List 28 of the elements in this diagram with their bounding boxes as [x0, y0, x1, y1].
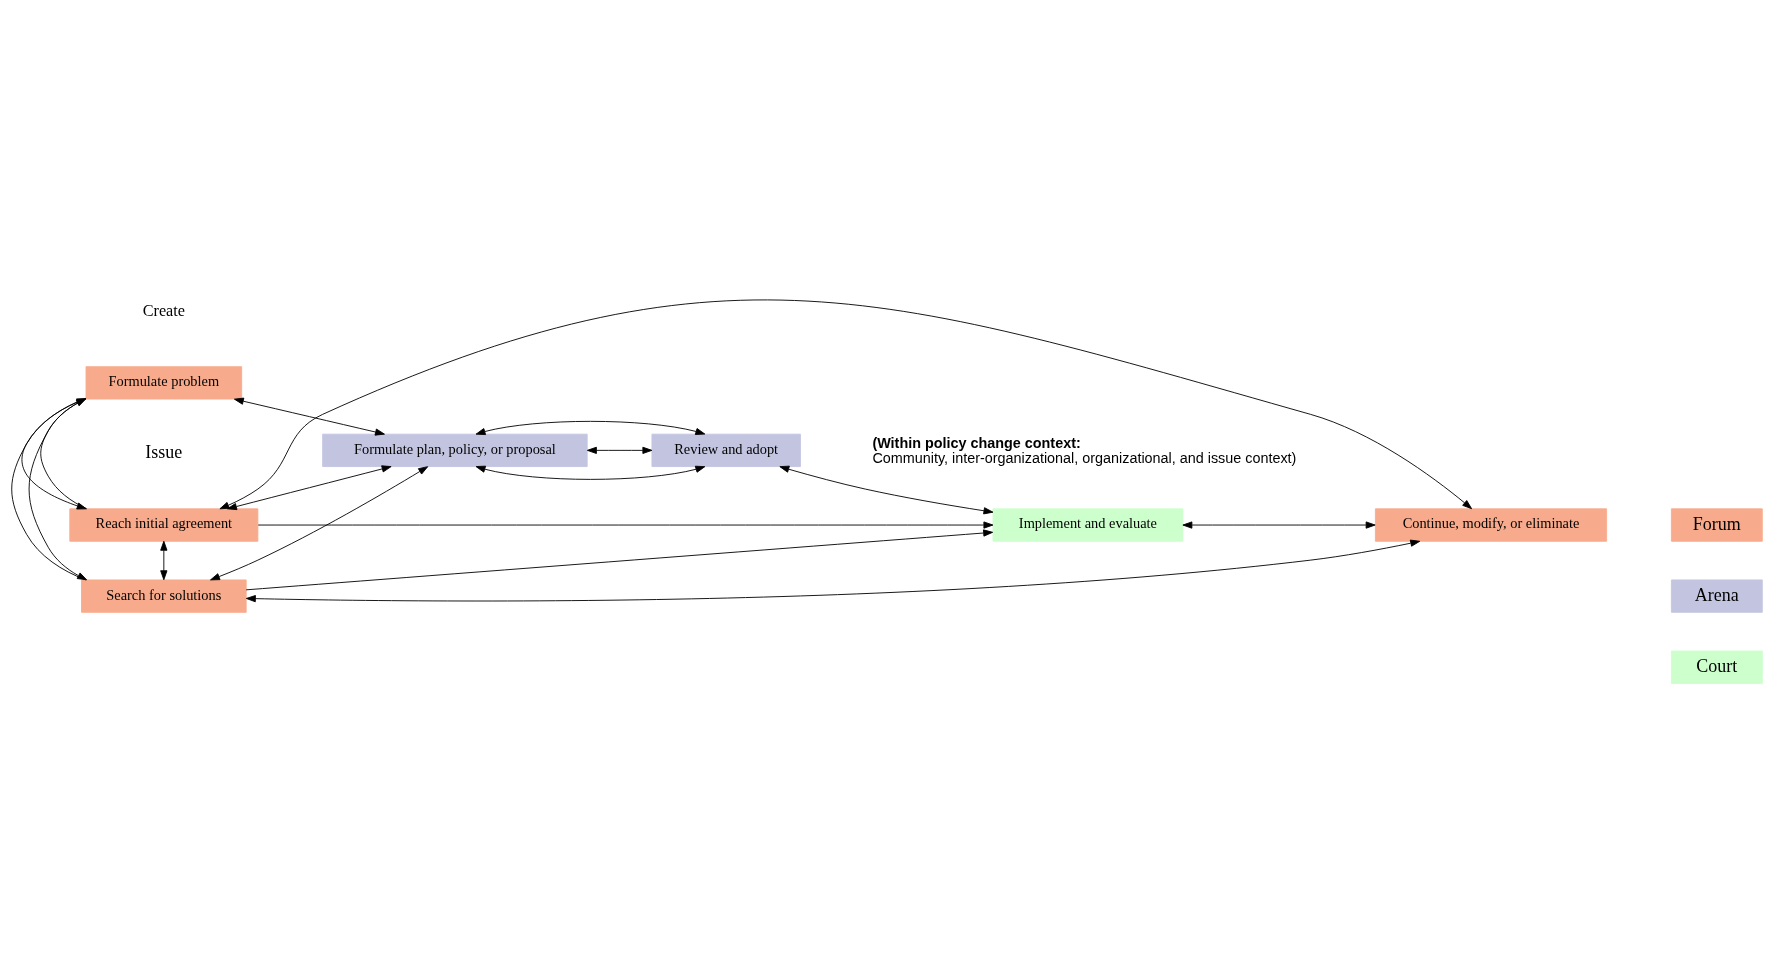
label: (Within policy change context: — [872, 435, 1081, 452]
arrow — [257, 521, 994, 529]
node-box: Review and adopt — [651, 433, 801, 467]
arrow — [210, 466, 429, 581]
arrow — [40, 398, 88, 510]
arrow — [475, 420, 706, 436]
node-box: Continue, modify, or eliminate — [1374, 508, 1608, 542]
arrow — [245, 539, 1421, 603]
arrow — [245, 529, 994, 591]
arrow — [1182, 521, 1376, 529]
node-box: Reach initial agreement — [69, 508, 259, 542]
arrow — [779, 465, 994, 515]
node-box: Formulate problem — [85, 366, 243, 400]
arrow — [227, 465, 392, 511]
node-box: Search for solutions — [81, 579, 247, 613]
arrow — [586, 446, 653, 454]
arrow — [219, 300, 1473, 510]
label: Create — [142, 301, 185, 320]
label: Issue — [145, 442, 183, 463]
arrow — [233, 397, 385, 436]
arrow — [160, 540, 168, 581]
node-box: Formulate plan, policy, or proposal — [322, 433, 588, 467]
node-box: Implement and evaluate — [992, 508, 1184, 542]
legend-label: Arena — [1694, 584, 1739, 605]
arrow — [475, 465, 706, 480]
legend-label: Forum — [1692, 513, 1741, 534]
legend-label: Court — [1696, 655, 1738, 676]
arrow — [21, 398, 87, 510]
